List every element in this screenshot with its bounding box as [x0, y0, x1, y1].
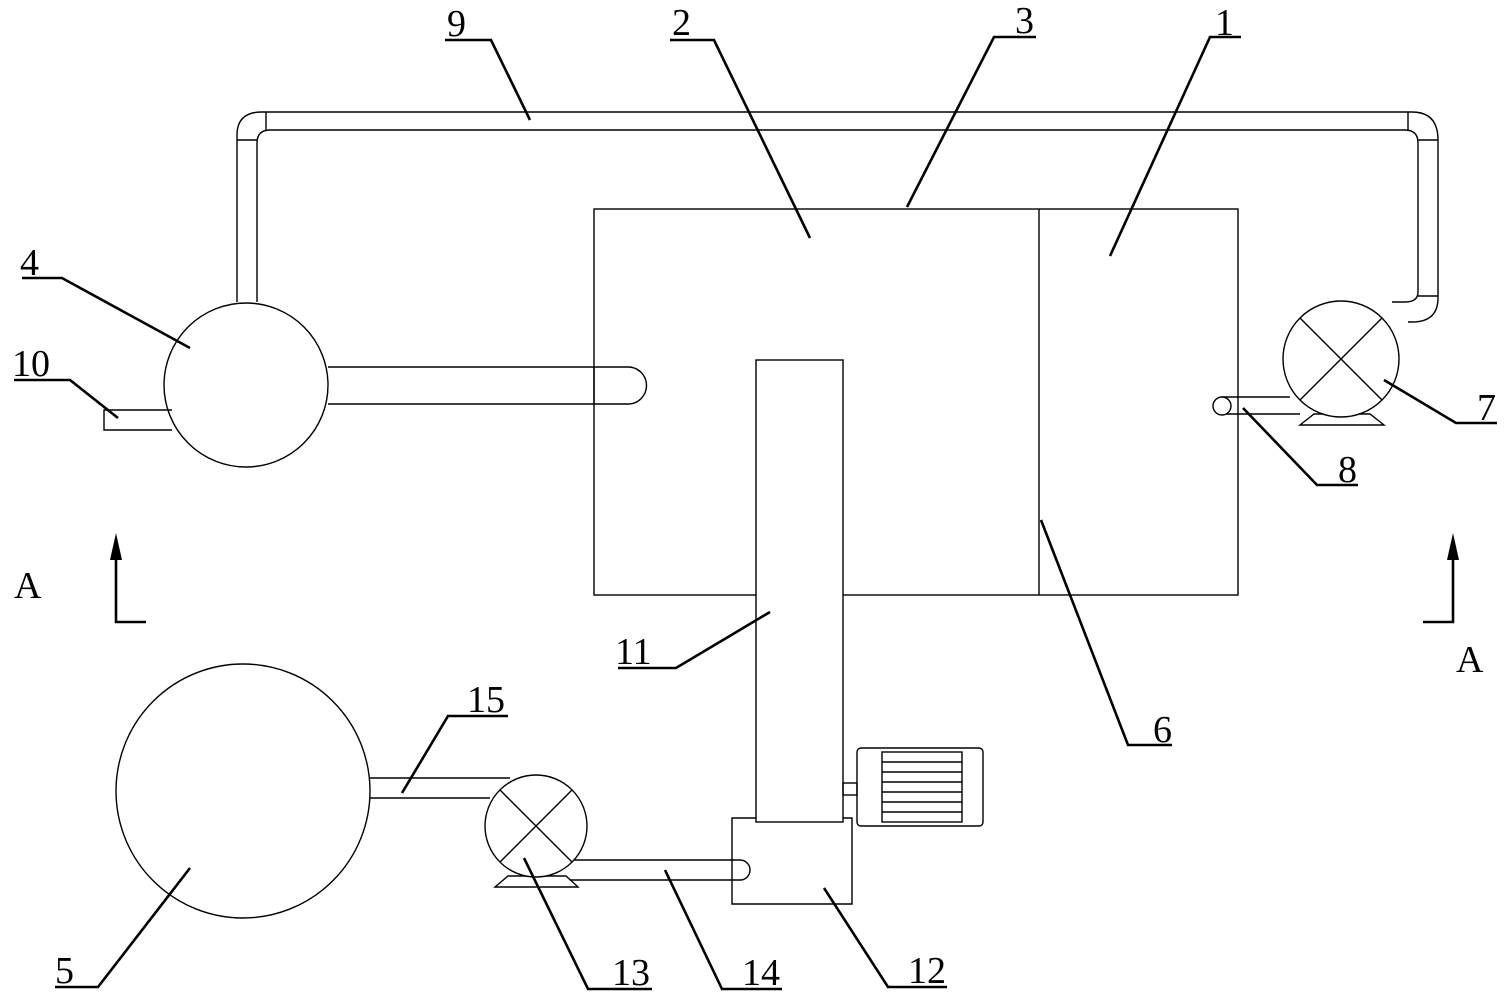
label-14: 14	[742, 952, 780, 994]
section-label-right: A	[1456, 639, 1484, 681]
label-5: 5	[55, 950, 74, 992]
box-12	[731, 817, 853, 905]
tank-5	[115, 663, 371, 919]
pump-7	[1282, 300, 1400, 426]
number-labels: 1 2 3 4 5 6 7 8 9 10 11 12 13 14 15 A A	[12, 0, 1496, 994]
label-1: 1	[1215, 2, 1234, 44]
pump-13	[484, 774, 588, 888]
label-10: 10	[12, 343, 50, 385]
label-8: 8	[1338, 449, 1357, 491]
pipe-15	[370, 777, 510, 799]
label-15: 15	[467, 679, 505, 721]
main-tank	[593, 208, 1239, 596]
label-9: 9	[447, 3, 466, 45]
label-11: 11	[615, 631, 652, 673]
label-13: 13	[612, 952, 650, 994]
label-6: 6	[1153, 709, 1172, 751]
label-3: 3	[1015, 0, 1034, 42]
label-4: 4	[20, 242, 39, 284]
pipe-8	[1212, 396, 1300, 416]
section-label-left: A	[14, 565, 42, 607]
pipe-14	[570, 859, 751, 881]
label-12: 12	[908, 950, 946, 992]
section-marker-right	[1423, 533, 1459, 624]
column-11	[755, 359, 844, 823]
section-marker-left	[110, 533, 146, 624]
label-2: 2	[672, 2, 691, 44]
return-pipe	[236, 111, 1439, 323]
inlet-pipe	[328, 366, 648, 405]
motor	[842, 747, 984, 827]
pipe-10	[103, 409, 172, 431]
separator-4	[163, 302, 329, 468]
label-7: 7	[1477, 387, 1496, 429]
leader-lines	[14, 35, 1497, 991]
